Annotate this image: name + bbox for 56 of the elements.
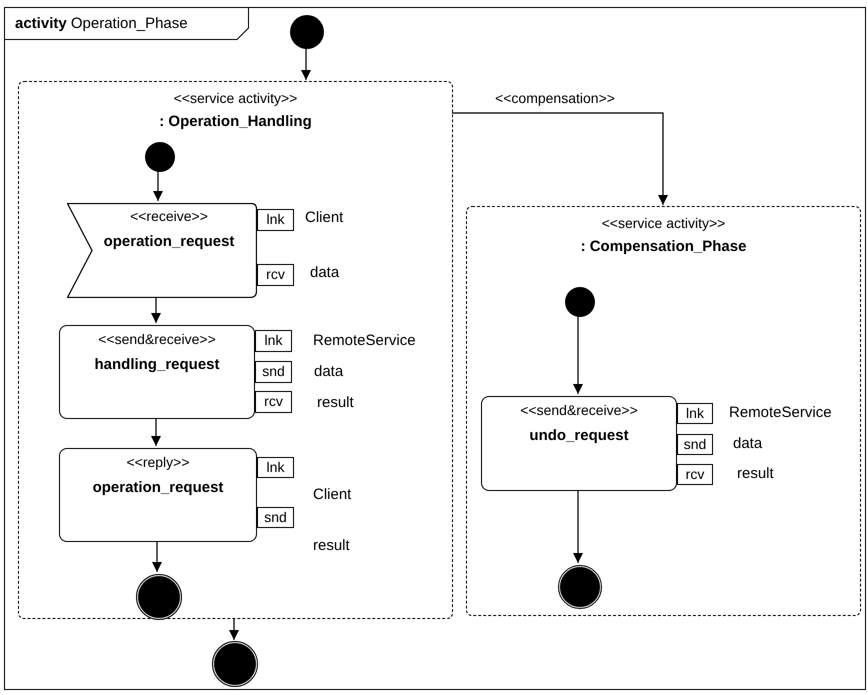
pin: lnk <box>677 403 713 424</box>
control-flow-arrow <box>151 296 161 323</box>
activity-frame <box>4 7 866 690</box>
control-flow-arrow <box>152 540 162 572</box>
pin: snd <box>255 361 292 383</box>
pin: lnk <box>255 330 292 352</box>
control-flow-arrow <box>229 618 239 640</box>
control-flow-arrow <box>153 170 163 201</box>
pin-label: data <box>733 435 762 453</box>
node-name: : Operation_Handling <box>158 113 313 130</box>
final-node <box>558 565 602 609</box>
pin: snd <box>257 507 294 528</box>
stereotype-label: <<service activity>> <box>600 215 726 232</box>
action-node <box>481 396 677 491</box>
pin-label: RemoteService <box>313 332 416 350</box>
pin-label: RemoteService <box>729 404 832 422</box>
control-flow-arrow <box>452 112 668 205</box>
service-activity-region <box>466 206 861 616</box>
stereotype-label: <<reply>> <box>125 454 191 471</box>
pin-label: Client <box>305 209 344 227</box>
edge-label: <<compensation>> <box>493 90 617 106</box>
pin-label: data <box>310 264 340 282</box>
control-flow-arrow <box>573 315 583 394</box>
node-name: operation_request <box>92 479 224 496</box>
pin: snd <box>677 434 713 455</box>
pin-label: Client <box>313 486 352 504</box>
control-flow-arrow <box>151 417 161 446</box>
pin: lnk <box>257 209 294 231</box>
receive-action <box>67 203 257 298</box>
node-name: : Compensation_Phase <box>580 238 748 255</box>
node-name: handling_request <box>93 356 221 373</box>
node-name: undo_request <box>528 427 630 444</box>
pin-label: result <box>737 465 774 483</box>
stereotype-label: <<send&receive>> <box>519 402 639 419</box>
action-node <box>59 325 255 419</box>
frame-title: activity Operation_Phase <box>15 15 188 32</box>
pin: rcv <box>255 391 292 413</box>
initial-node <box>290 15 324 49</box>
action-node <box>59 448 257 542</box>
initial-node <box>565 287 595 317</box>
pin: lnk <box>257 457 294 478</box>
service-activity-region <box>18 81 453 619</box>
node-name: operation_request <box>102 233 236 250</box>
pin: rcv <box>677 464 713 485</box>
pin: rcv <box>257 264 294 286</box>
pin-label: result <box>313 537 350 555</box>
control-flow-arrow <box>573 489 583 563</box>
pin-label: result <box>317 394 354 412</box>
final-node <box>212 641 258 687</box>
final-node <box>136 574 182 620</box>
control-flow-arrow <box>301 48 311 80</box>
initial-node <box>145 142 175 172</box>
stereotype-label: <<receive>> <box>129 208 209 225</box>
pin-label: data <box>314 363 344 381</box>
stereotype-label: <<send&receive>> <box>97 331 217 348</box>
stereotype-label: <<service activity>> <box>172 90 298 107</box>
